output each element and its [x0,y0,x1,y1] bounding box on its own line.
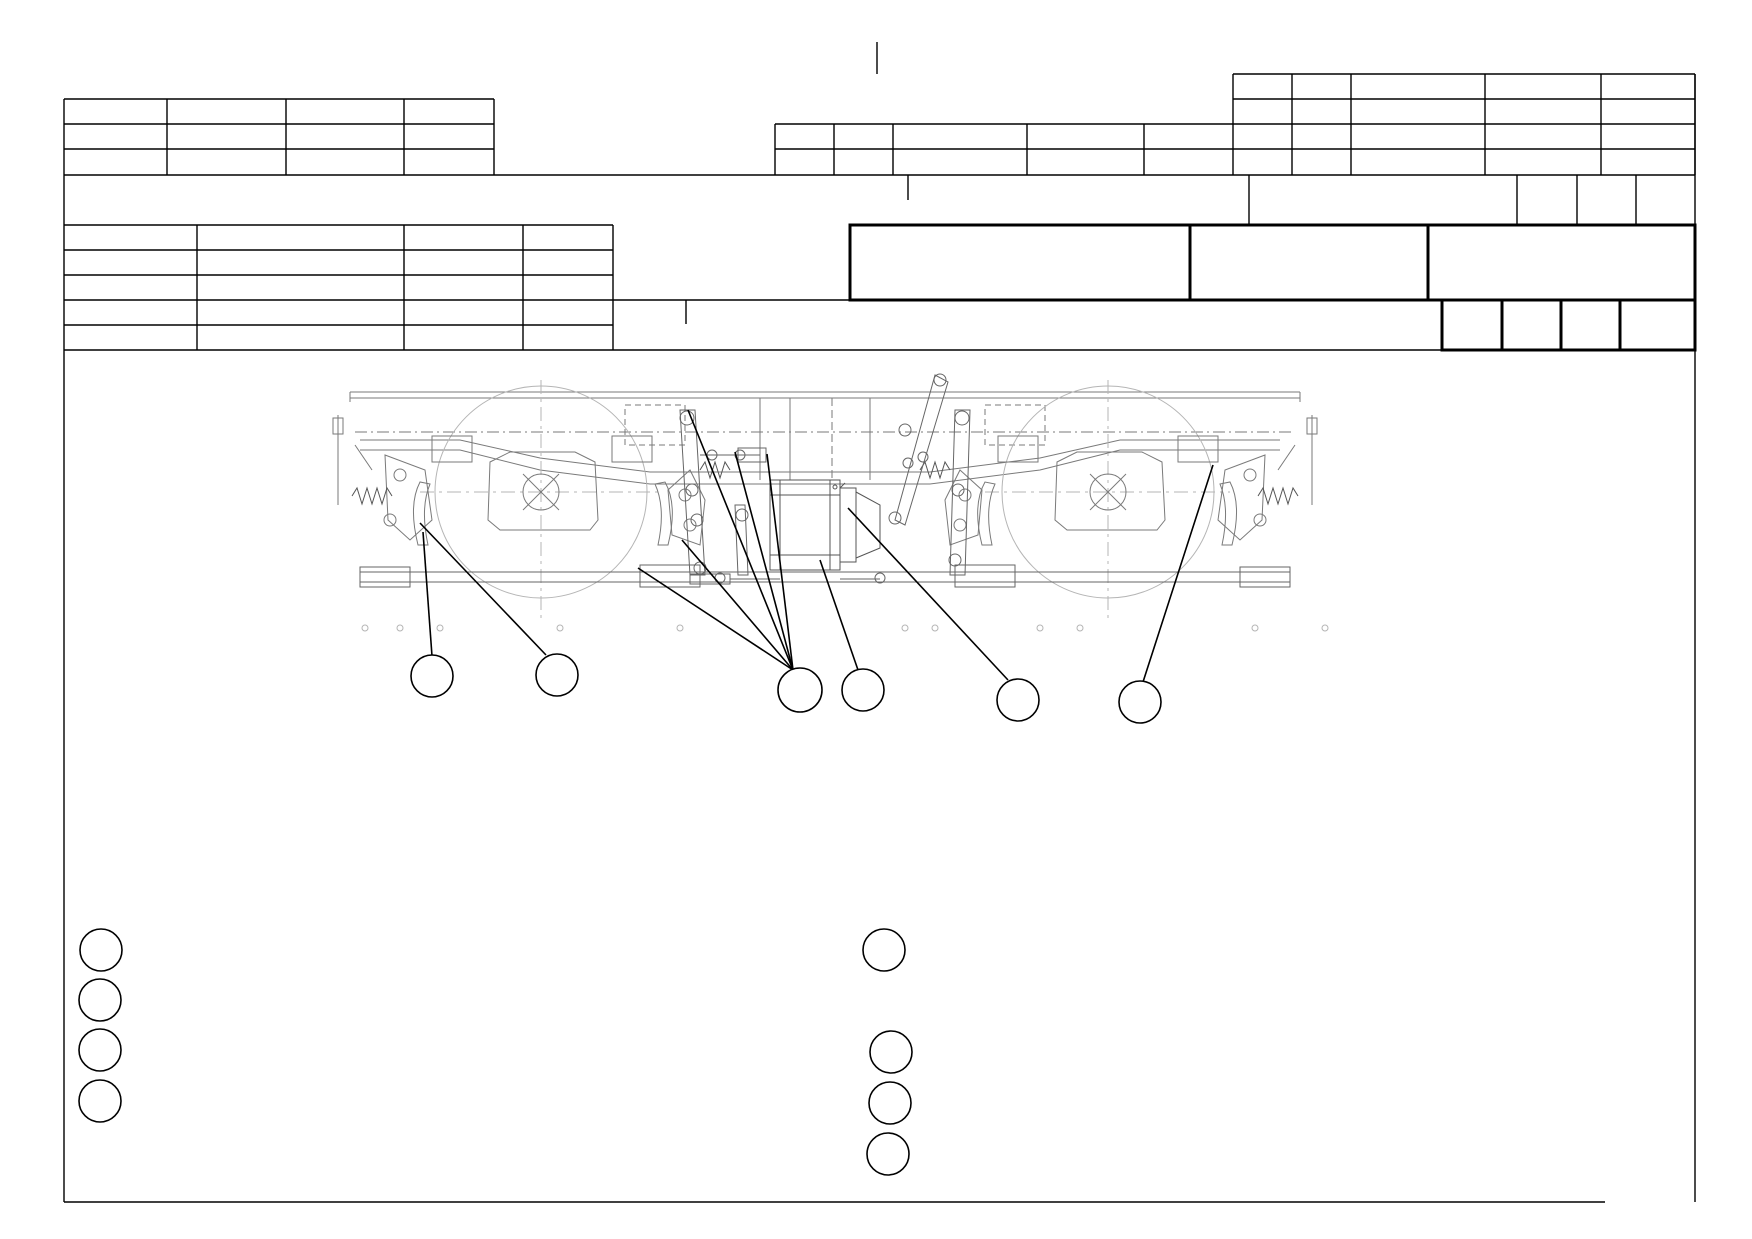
revision-table-right [775,74,1695,175]
drawing-callouts [411,654,1161,723]
brake-shoe-right-inner [945,470,995,545]
callout-bubble [411,655,453,697]
legend-item [79,1080,121,1122]
brake-cylinder [770,480,880,570]
title-block [64,42,1695,1202]
release-springs [352,462,1298,504]
legend-item [79,1029,121,1071]
brake-levers [360,374,1290,587]
legend-item [863,929,905,971]
brake-shoe-left-inner [655,470,705,545]
bogie-brake-drawing [333,374,1328,631]
legend-left [79,929,122,1122]
legend-item [80,929,122,971]
leader-lines [420,410,1213,682]
wheelset-right [985,380,1230,620]
bogie-frame [350,392,1300,484]
brake-shoe-right-outer [1218,455,1266,545]
legend-item [869,1082,911,1124]
signature-table [64,225,850,350]
legend-item [867,1133,909,1175]
document-title-row [64,175,1695,350]
brake-shoe-left-outer [384,455,432,545]
callout-bubble [536,654,578,696]
wheelset-left [420,380,660,620]
legend-item [79,979,121,1021]
callout-bubble [842,669,884,711]
callout-bubble [997,679,1039,721]
axle-box-right [998,436,1218,530]
legend-right [863,929,912,1175]
axle-box-left [432,436,652,530]
callout-bubble [778,668,822,712]
designation-frame [850,225,1695,350]
legend-item [870,1031,912,1073]
bottom-fittings [362,625,1328,631]
end-hangers [333,415,1317,505]
revision-table-left [64,99,494,175]
callout-bubble [1119,681,1161,723]
